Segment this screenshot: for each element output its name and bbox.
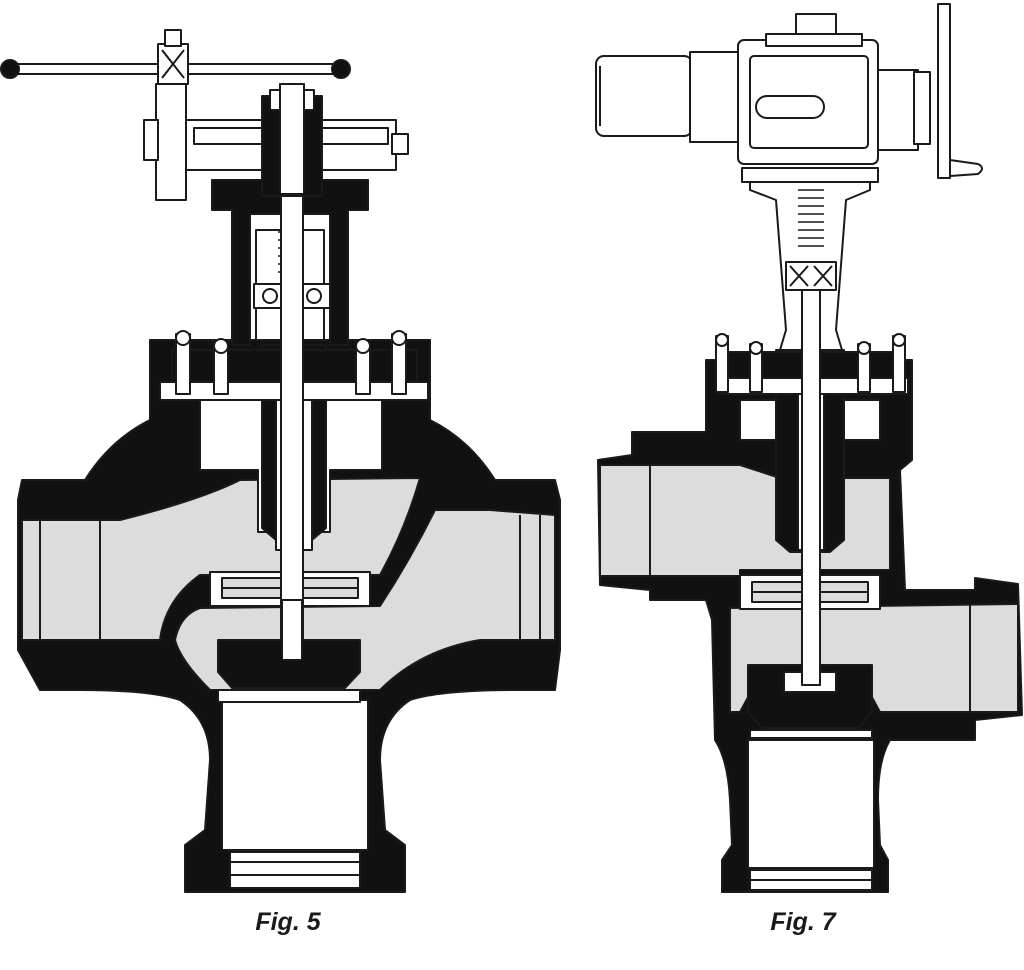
- motor-housing: [595, 55, 693, 137]
- fig7-bottom-bore: [747, 739, 875, 869]
- fig7-stem-coupling: [785, 261, 837, 291]
- fig7-handwheel[interactable]: [937, 3, 983, 179]
- fig5-hand-lever[interactable]: [0, 29, 351, 201]
- fig7-inlet-passage: [599, 464, 891, 577]
- fig5-bottom-ring: [229, 851, 361, 889]
- actuator-window: [755, 95, 825, 119]
- figure-5-caption: Fig. 5: [255, 908, 321, 936]
- fig5-bottom-bore: [221, 699, 369, 851]
- fig5-flange-bolts: [175, 330, 407, 395]
- fig7-flange-bolts: [715, 333, 906, 393]
- fig7-stem: [801, 289, 821, 686]
- fig5-plug: [217, 639, 361, 689]
- figure-7-valve: [595, 3, 1023, 893]
- figure-7-caption: Fig. 7: [770, 908, 836, 936]
- fig7-plug: [747, 664, 873, 729]
- fig7-electric-actuator: [595, 13, 931, 165]
- figure-5-valve: [0, 29, 561, 893]
